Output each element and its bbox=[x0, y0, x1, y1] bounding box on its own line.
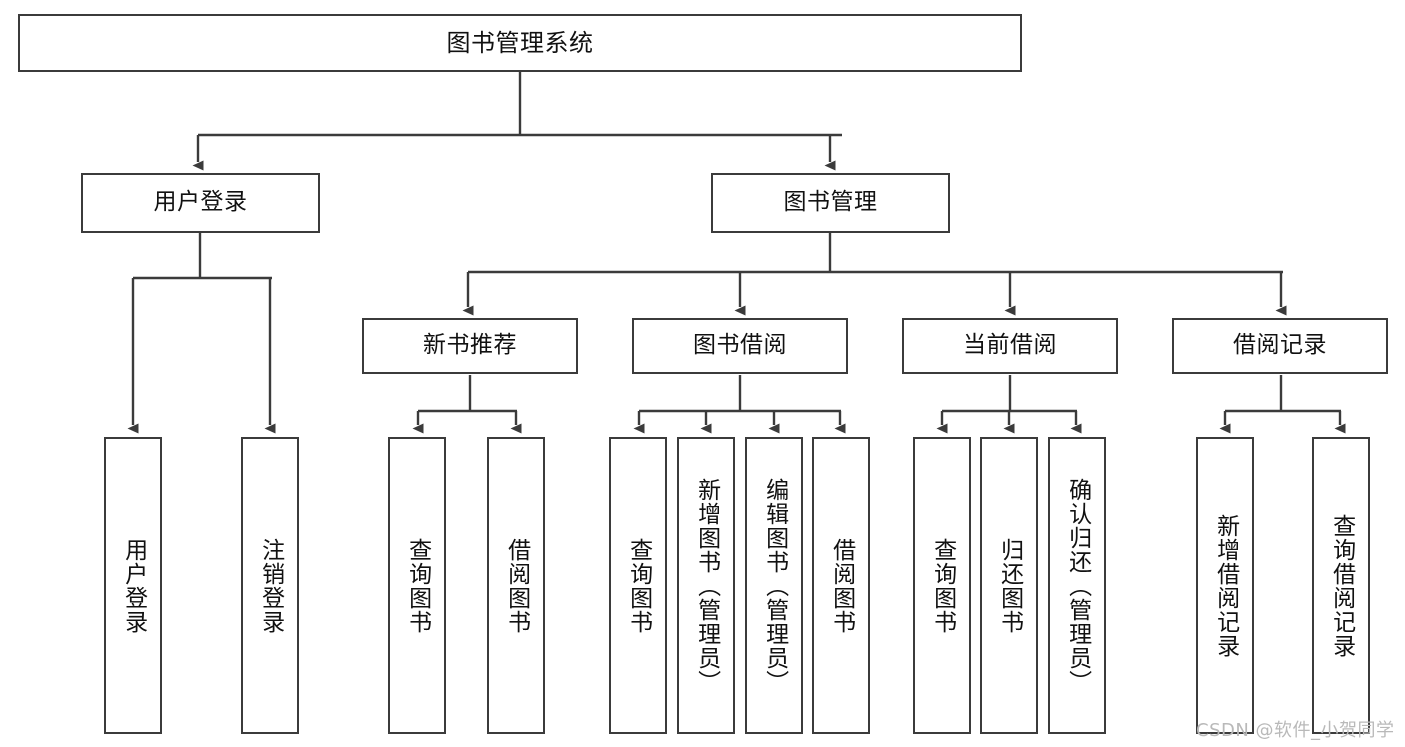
node-leaf-add-record[interactable]: 新增借阅记录 bbox=[1196, 437, 1254, 734]
node-leaf-query-record[interactable]: 查询借阅记录 bbox=[1312, 437, 1370, 734]
node-label: 归还图书 bbox=[996, 537, 1023, 634]
node-label: 查询图书 bbox=[929, 537, 956, 634]
node-leaf-borrow-book-1[interactable]: 借阅图书 bbox=[487, 437, 545, 734]
node-current-borrow[interactable]: 当前借阅 bbox=[902, 318, 1118, 374]
node-label: 查询图书 bbox=[625, 537, 652, 634]
node-label: 图书管理系统 bbox=[446, 28, 594, 57]
node-label: 新增借阅记录 bbox=[1212, 513, 1239, 658]
node-leaf-confirm-return[interactable]: 确认归还（管理员） bbox=[1048, 437, 1106, 734]
node-new-book-recommend[interactable]: 新书推荐 bbox=[362, 318, 578, 374]
node-label: 查询借阅记录 bbox=[1328, 513, 1355, 658]
node-label: 注销登录 bbox=[257, 537, 284, 634]
node-book-borrow[interactable]: 图书借阅 bbox=[632, 318, 848, 374]
node-label: 当前借阅 bbox=[963, 332, 1057, 359]
node-label: 编辑图书（管理员） bbox=[761, 477, 788, 694]
node-label: 用户登录 bbox=[120, 537, 147, 634]
node-book-manage[interactable]: 图书管理 bbox=[711, 173, 950, 233]
node-leaf-query-book-3[interactable]: 查询图书 bbox=[913, 437, 971, 734]
node-leaf-user-login[interactable]: 用户登录 bbox=[104, 437, 162, 734]
node-label: 图书借阅 bbox=[693, 332, 787, 359]
node-root-system[interactable]: 图书管理系统 bbox=[18, 14, 1022, 72]
node-label: 借阅图书 bbox=[828, 537, 855, 634]
node-label: 借阅图书 bbox=[503, 537, 530, 634]
node-label: 确认归还（管理员） bbox=[1064, 477, 1091, 694]
node-leaf-edit-book[interactable]: 编辑图书（管理员） bbox=[745, 437, 803, 734]
node-borrow-record[interactable]: 借阅记录 bbox=[1172, 318, 1388, 374]
node-label: 查询图书 bbox=[404, 537, 431, 634]
node-label: 图书管理 bbox=[783, 189, 878, 216]
node-label: 新增图书（管理员） bbox=[693, 477, 720, 694]
node-leaf-return-book[interactable]: 归还图书 bbox=[980, 437, 1038, 734]
node-user-login[interactable]: 用户登录 bbox=[81, 173, 320, 233]
node-leaf-logout[interactable]: 注销登录 bbox=[241, 437, 299, 734]
node-label: 用户登录 bbox=[153, 189, 248, 216]
node-label: 新书推荐 bbox=[423, 332, 517, 359]
node-leaf-add-book[interactable]: 新增图书（管理员） bbox=[677, 437, 735, 734]
node-label: 借阅记录 bbox=[1233, 332, 1327, 359]
node-leaf-borrow-book-2[interactable]: 借阅图书 bbox=[812, 437, 870, 734]
node-leaf-query-book-1[interactable]: 查询图书 bbox=[388, 437, 446, 734]
node-leaf-query-book-2[interactable]: 查询图书 bbox=[609, 437, 667, 734]
